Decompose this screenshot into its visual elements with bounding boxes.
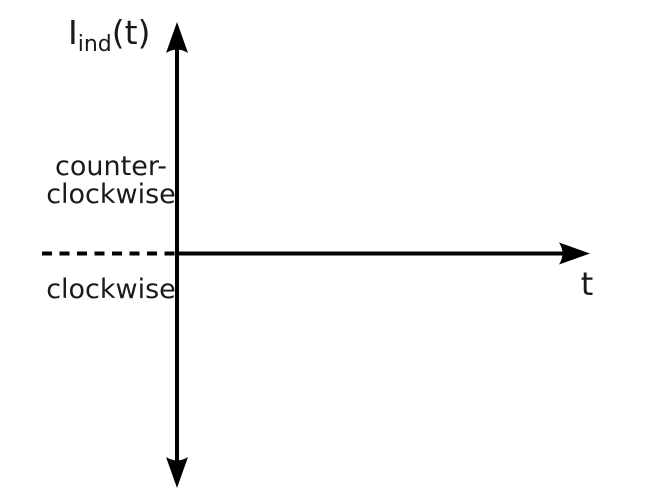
region-label-clockwise: clockwise	[46, 274, 176, 305]
y-axis-label-subscript: ind	[78, 32, 112, 57]
arrowheads	[166, 22, 590, 488]
y-axis-up-arrowhead	[166, 22, 188, 53]
region-label-counterclockwise-line2: clockwise	[46, 179, 176, 210]
x-axis-label: t	[581, 265, 594, 303]
y-axis-label-argument: (t)	[112, 13, 151, 52]
labels: Iind(t) counter- clockwise clockwise t	[46, 13, 593, 305]
axes	[42, 44, 566, 466]
region-label-counterclockwise-line1: counter-	[55, 151, 167, 182]
y-axis-down-arrowhead	[166, 457, 188, 488]
y-axis-label-symbol: I	[68, 13, 78, 52]
x-axis-right-arrowhead	[559, 242, 590, 265]
y-axis-label: Iind(t)	[68, 13, 150, 57]
